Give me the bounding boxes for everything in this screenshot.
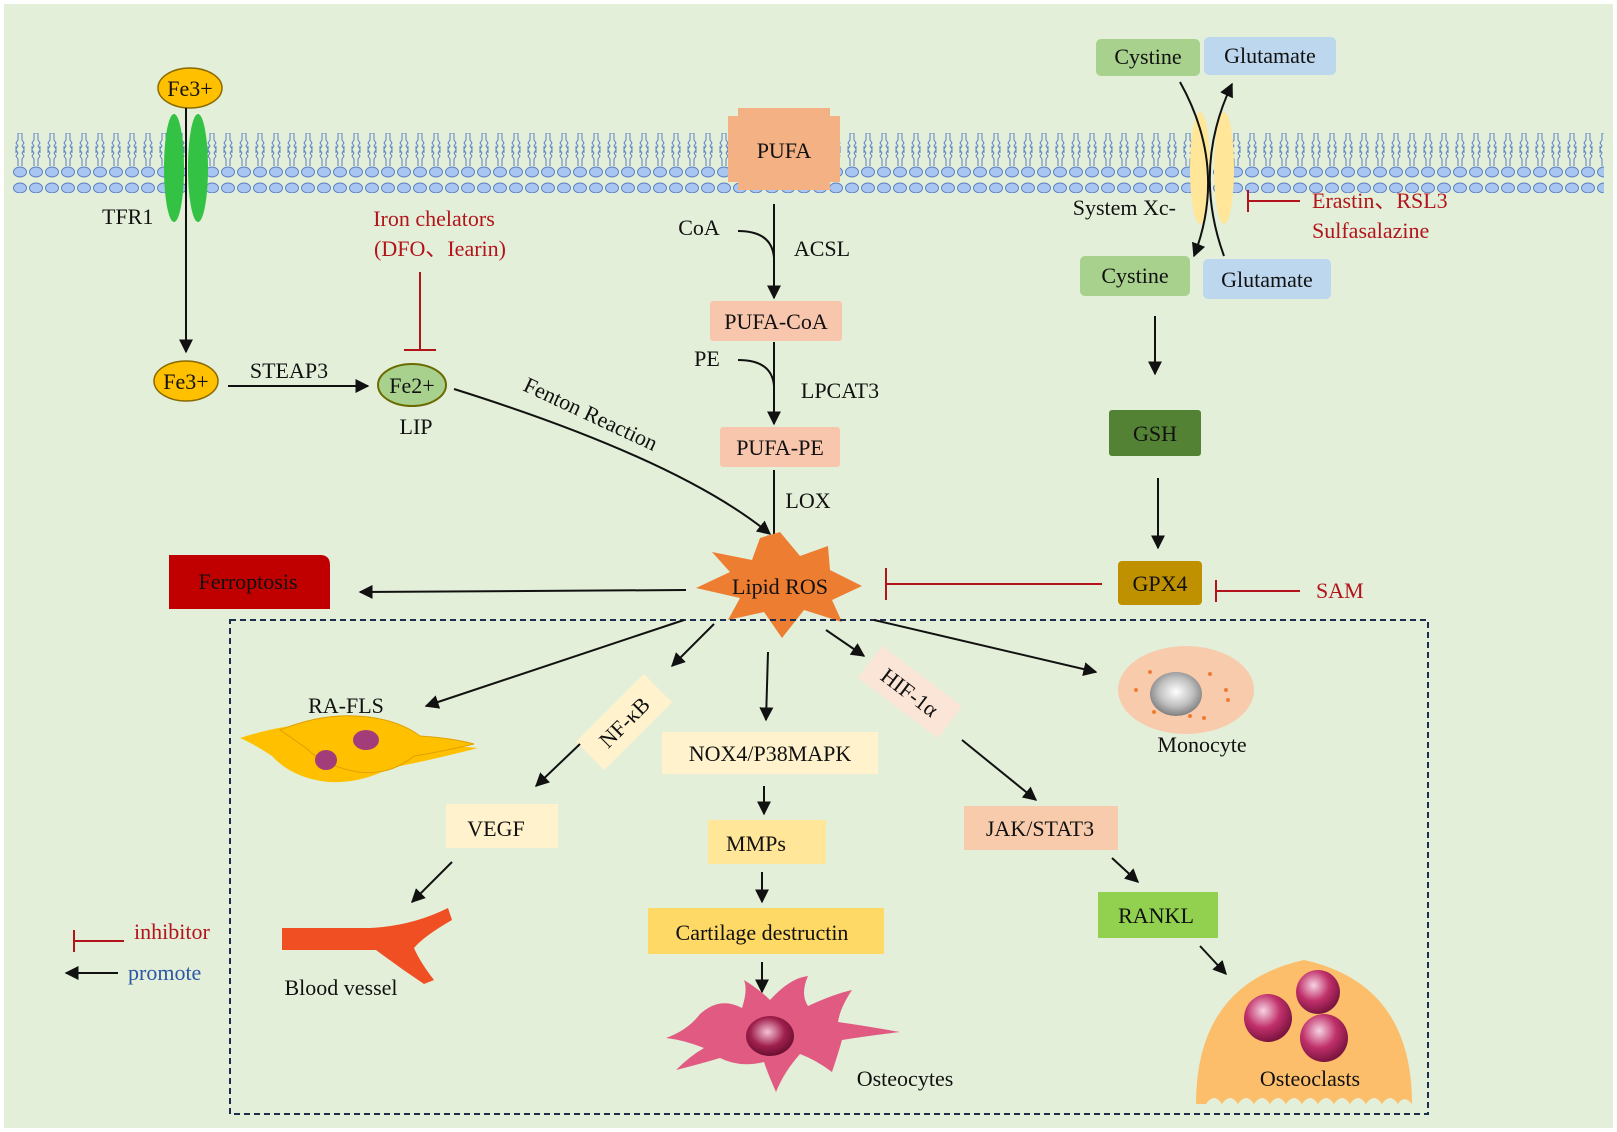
- cystine-outside-node: [1096, 39, 1200, 76]
- cartilage-label: Cartilage destructin: [676, 920, 849, 945]
- nfkb-to-vegf-arrow: [534, 743, 581, 787]
- vegf-node: [446, 804, 558, 848]
- legend-inhibitor-label: inhibitor: [134, 919, 210, 944]
- glutamate-outside-node: [1204, 37, 1336, 75]
- gpx4-inhibit-line: [885, 568, 1102, 600]
- monocyte-label: Monocyte: [1157, 732, 1246, 757]
- cartilage-node: [648, 908, 884, 954]
- tfr1-receptor: [164, 114, 208, 222]
- monocyte-nucleus: [1150, 672, 1202, 716]
- gsh-node: [1109, 410, 1201, 456]
- ferroptosis-node: [169, 555, 330, 609]
- lipidros-to-ferroptosis-arrow: [358, 584, 687, 599]
- sam-label: SAM: [1316, 578, 1364, 603]
- fe2-label: Fe2+: [389, 373, 434, 398]
- ros-to-nfkb-arrow: [671, 623, 715, 667]
- tfr1-label: TFR1: [102, 204, 153, 229]
- cystine-import-arrow: [1179, 81, 1210, 258]
- lipid-ros-label: Lipid ROS: [732, 574, 828, 599]
- sam-inhibit-line: [1215, 580, 1300, 602]
- fe3-inside-node: [153, 360, 219, 402]
- vegf-to-vessel-arrow: [411, 861, 453, 903]
- osteoclast-nucleus-1: [1296, 970, 1340, 1014]
- fe2-node: [377, 363, 447, 407]
- vegf-label: VEGF: [467, 816, 524, 841]
- pufa-coa-label: PUFA-CoA: [724, 309, 828, 334]
- osteocyte-nucleus: [746, 1016, 794, 1056]
- acsl-label: ACSL: [794, 236, 850, 261]
- rankl-to-osteoclasts-arrow: [1199, 945, 1227, 976]
- glutamate-inside-label: Glutamate: [1221, 267, 1313, 292]
- sulfasalazine-label: Sulfasalazine: [1312, 218, 1429, 243]
- lpcat3-label: LPCAT3: [801, 378, 879, 403]
- glutamate-export-arrow: [1208, 82, 1233, 257]
- erastin-inhibit-line: [1247, 190, 1300, 212]
- rankl-node: [1098, 892, 1218, 938]
- ferroptosis-label: Ferroptosis: [199, 569, 298, 594]
- coa-label: CoA: [678, 215, 720, 240]
- chelator-inhibit-line: [404, 272, 436, 351]
- ros-to-rafls-arrow: [424, 619, 685, 709]
- steap3-label: STEAP3: [250, 358, 328, 383]
- osteocytes-label: Osteocytes: [857, 1066, 954, 1091]
- pufa-coa-node: [710, 301, 842, 341]
- nox4-label: NOX4/P38MAPK: [689, 741, 852, 766]
- lipid-ros-burst: [696, 532, 862, 638]
- osteoclast-nucleus-3: [1300, 1014, 1348, 1062]
- fe3-outside-label: Fe3+: [167, 76, 212, 101]
- legend-promote-label: promote: [128, 960, 201, 985]
- pufa-pe-label: PUFA-PE: [736, 435, 824, 460]
- gpx4-node: [1118, 561, 1202, 605]
- jak-stat3-label: JAK/STAT3: [986, 816, 1094, 841]
- system-xc-label: System Xc-: [1073, 195, 1176, 220]
- gsh-label: GSH: [1133, 421, 1177, 446]
- system-xc-transporter: [1190, 112, 1234, 224]
- pufa-pe-node: [720, 427, 840, 467]
- mmps-label: MMPs: [726, 831, 786, 856]
- fe3-inside-label: Fe3+: [163, 369, 208, 394]
- pufa-node: [728, 108, 840, 190]
- monocyte-granules: [1134, 670, 1230, 720]
- pe-label: PE: [694, 346, 720, 371]
- ra-fls-label: RA-FLS: [308, 693, 384, 718]
- fe3-outside-node: [157, 67, 223, 109]
- glutamate-outside-label: Glutamate: [1224, 43, 1316, 68]
- fenton-reaction-arrow: [453, 388, 772, 535]
- jak-to-rankl-arrow: [1111, 857, 1140, 883]
- ra-fls-cells: [240, 715, 478, 783]
- erastin-rsl3-label: Erastin、RSL3: [1312, 188, 1448, 213]
- osteoclast-nucleus-2: [1244, 994, 1292, 1042]
- lip-label: LIP: [400, 414, 433, 439]
- cystine-inside-label: Cystine: [1101, 263, 1168, 288]
- cystine-inside-node: [1080, 256, 1190, 296]
- jak-stat3-node: [964, 806, 1118, 850]
- legend-inhibitor-symbol: [73, 930, 124, 952]
- blood-vessel-shape: [282, 908, 452, 984]
- cystine-outside-label: Cystine: [1114, 44, 1181, 69]
- gpx4-label: GPX4: [1132, 571, 1187, 596]
- hif-to-jak-arrow: [961, 739, 1038, 801]
- ros-to-nox4-arrow: [759, 651, 774, 722]
- mmps-node: [708, 820, 826, 864]
- downstream-effects-box: [229, 619, 1429, 1115]
- osteoclasts-label: Osteoclasts: [1260, 1066, 1360, 1091]
- glutamate-inside-node: [1203, 259, 1331, 299]
- blood-vessel-label: Blood vessel: [284, 975, 397, 1000]
- nox4-node: [662, 732, 878, 774]
- iron-chelators-label: Iron chelators: [373, 206, 495, 231]
- pufa-label: PUFA: [757, 138, 812, 163]
- ros-to-hif-arrow: [825, 629, 866, 657]
- ros-to-monocyte-arrow: [873, 619, 1098, 676]
- lox-label: LOX: [785, 488, 830, 513]
- iron-chelators-drugs-label: (DFO、Iearin): [374, 236, 506, 261]
- rankl-label: RANKL: [1118, 903, 1194, 928]
